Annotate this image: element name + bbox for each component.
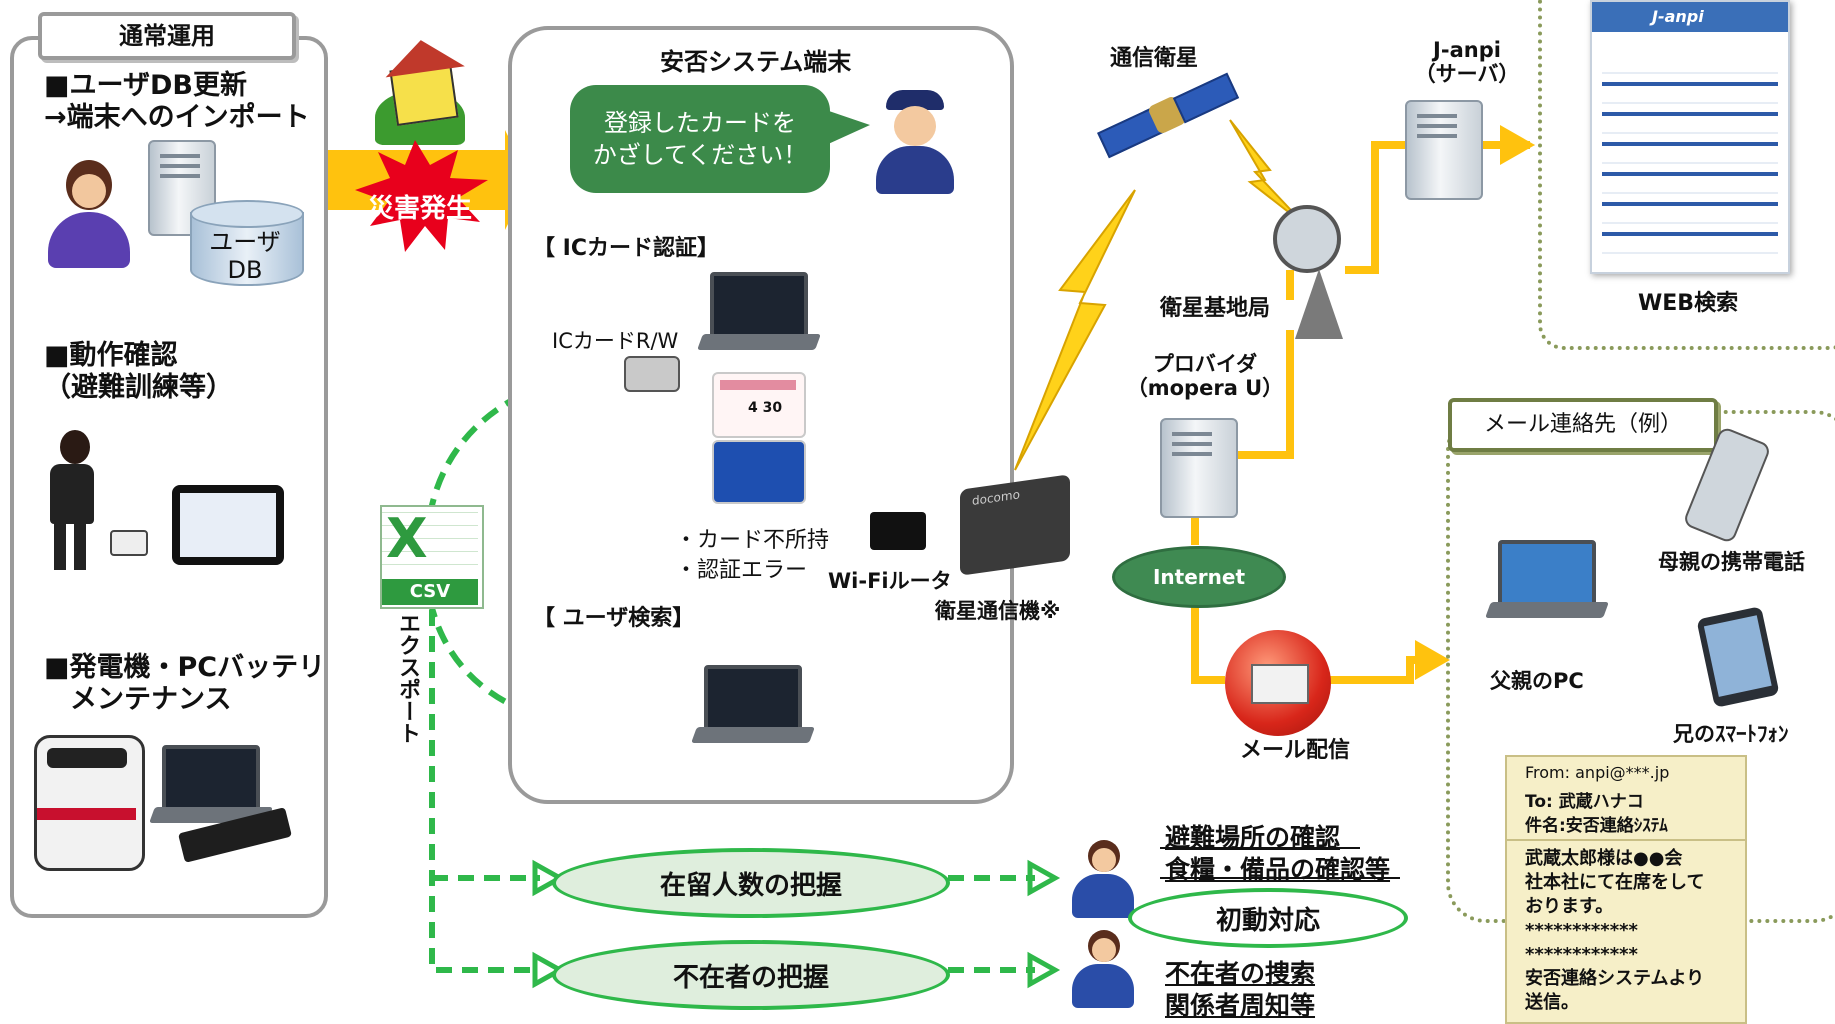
line-base-to-provider xyxy=(1235,330,1294,459)
provider-label-1: プロバイダ xyxy=(1152,352,1258,376)
web-logo: J-anpi xyxy=(1592,2,1788,32)
contacts-tab: メール連絡先（例） xyxy=(1448,398,1718,452)
absent-ellipse: 不在者の把握 xyxy=(552,940,950,1010)
laptop-icon xyxy=(1485,540,1609,622)
sec2-subtitle: （避難訓練等） xyxy=(44,372,233,403)
database-icon: ユーザ DB xyxy=(190,200,304,290)
card-reader-device xyxy=(624,356,680,392)
base-station-label: 衛星基地局 xyxy=(1160,296,1271,321)
satellite-device-label: 衛星通信機※ xyxy=(935,599,1061,623)
speech-bubble: 登録したカードを かざしてください！ xyxy=(570,85,830,193)
laptop-icon xyxy=(149,745,273,827)
user-icon xyxy=(44,160,134,270)
line-internet-to-mail xyxy=(1191,600,1225,684)
tablet-icon xyxy=(172,485,284,565)
excel-csv-icon: X CSV xyxy=(380,505,484,609)
generator-icon xyxy=(34,735,145,871)
people-queue-bottom xyxy=(530,640,710,765)
email-to: To: 武蔵ハナコ xyxy=(1525,792,1644,812)
email-foot-2: 送信。 xyxy=(1525,992,1579,1013)
web-search-label: WEB検索 xyxy=(1638,291,1739,316)
email-foot-1: 安否連絡システムより xyxy=(1525,968,1705,989)
mail-icon xyxy=(1225,630,1331,736)
export-label: エクスポート xyxy=(395,612,420,744)
id-card-icon: 4 30 xyxy=(712,372,806,438)
sec3-subtitle: メンテナンス xyxy=(70,684,232,715)
ic-card-icon xyxy=(712,440,806,504)
card-date: 4 30 xyxy=(748,400,783,416)
sec1-title: ■ユーザDB更新 xyxy=(44,70,247,101)
speech-line-2: かざしてください！ xyxy=(592,141,808,169)
father-label: 父親のPC xyxy=(1490,669,1584,693)
speech-line-1: 登録したカードを xyxy=(604,109,796,137)
satellite-device-icon: docomo xyxy=(960,474,1070,576)
disaster-label: 災害発生 xyxy=(367,194,472,224)
satellite-label: 通信衛星 xyxy=(1110,46,1199,71)
normal-operation-tab: 通常運用 xyxy=(38,12,296,60)
laptop-icon xyxy=(691,665,815,747)
email-stars-1: ************ xyxy=(1525,920,1638,941)
db-label: ユーザ DB xyxy=(190,228,300,284)
db-label-2: DB xyxy=(227,256,263,284)
result-line-1: 避難場所の確認 xyxy=(1165,823,1341,852)
mother-label: 母親の携帯電話 xyxy=(1658,550,1805,574)
internet-ellipse: Internet xyxy=(1112,546,1286,608)
email-from: From: anpi@***.jp xyxy=(1525,763,1670,782)
guard-icon xyxy=(870,90,960,195)
stay-count-ellipse: 在留人数の把握 xyxy=(552,848,950,918)
provider-label: プロバイダ （mopera U） xyxy=(1125,352,1285,400)
staff-icon xyxy=(1068,930,1138,1010)
brother-label: 兄のｽﾏｰﾄﾌｫﾝ xyxy=(1673,722,1789,746)
email-stars-2: ************ xyxy=(1525,944,1638,965)
initial-response-ellipse: 初動対応 xyxy=(1128,888,1408,948)
wifi-router-icon xyxy=(870,512,926,550)
mail-label: メール配信 xyxy=(1240,738,1351,763)
server-label-1: J-anpi xyxy=(1433,38,1501,62)
result-line-4: 関係者周知等 xyxy=(1165,991,1316,1020)
sec3-title: ■発電機・PCバッテリ xyxy=(44,652,326,683)
csv-label: CSV xyxy=(382,579,478,605)
web-panel xyxy=(1538,0,1835,350)
result-line-2: 食糧・備品の確認等 xyxy=(1165,855,1391,884)
excel-letter: X xyxy=(386,507,428,570)
result-line-3: 不在者の捜索 xyxy=(1165,959,1316,988)
janpi-server-icon xyxy=(1405,100,1483,200)
device-brand: docomo xyxy=(972,487,1020,509)
sec1-subtitle: →端末へのインポート xyxy=(44,102,310,133)
laptop-icon xyxy=(697,272,821,354)
wifi-router-label: Wi-Fiルータ xyxy=(828,569,952,593)
collapsing-house-icon xyxy=(365,30,475,150)
email-body-1: 武蔵太郎様は●●会 xyxy=(1525,848,1683,869)
lightning-icon xyxy=(1014,189,1136,471)
web-screenshot: J-anpi xyxy=(1590,0,1790,274)
staff-icon xyxy=(1068,840,1138,920)
provider-label-2: （mopera U） xyxy=(1126,376,1284,400)
email-body-3: おります。 xyxy=(1525,896,1614,917)
satellite-icon xyxy=(1097,70,1240,160)
dashed-export-line xyxy=(429,610,540,973)
email-body: 武蔵太郎様は●●会 社本社にて在席をして おります。 ************ … xyxy=(1525,847,1704,1015)
base-station-icon xyxy=(1255,195,1355,345)
terminal-title: 安否システム端末 xyxy=(660,48,852,76)
ic-rw-label: ICカードR/W xyxy=(552,329,679,353)
server-label-2: （サーバ） xyxy=(1414,62,1520,86)
bullet-auth-error: ・認証エラー xyxy=(675,558,808,583)
db-label-1: ユーザ xyxy=(209,228,281,256)
woman-figure-icon xyxy=(40,430,120,570)
card-reader-icon xyxy=(110,530,148,556)
email-note: From: anpi@***.jp To: 武蔵ハナコ 件名:安否連絡ｼｽﾃﾑ … xyxy=(1505,755,1747,1024)
bullet-no-card: ・カード不所持 xyxy=(675,528,830,553)
server-label: J-anpi （サーバ） xyxy=(1412,38,1522,86)
user-search-label: 【 ユーザ検索】 xyxy=(533,606,695,631)
provider-server-icon xyxy=(1160,418,1238,518)
email-subject: 件名:安否連絡ｼｽﾃﾑ xyxy=(1525,816,1668,836)
email-body-2: 社本社にて在席をして xyxy=(1525,872,1705,893)
ic-auth-label: 【 ICカード認証】 xyxy=(533,236,719,261)
sec2-title: ■動作確認 xyxy=(44,340,178,371)
people-queue-top xyxy=(535,385,715,510)
